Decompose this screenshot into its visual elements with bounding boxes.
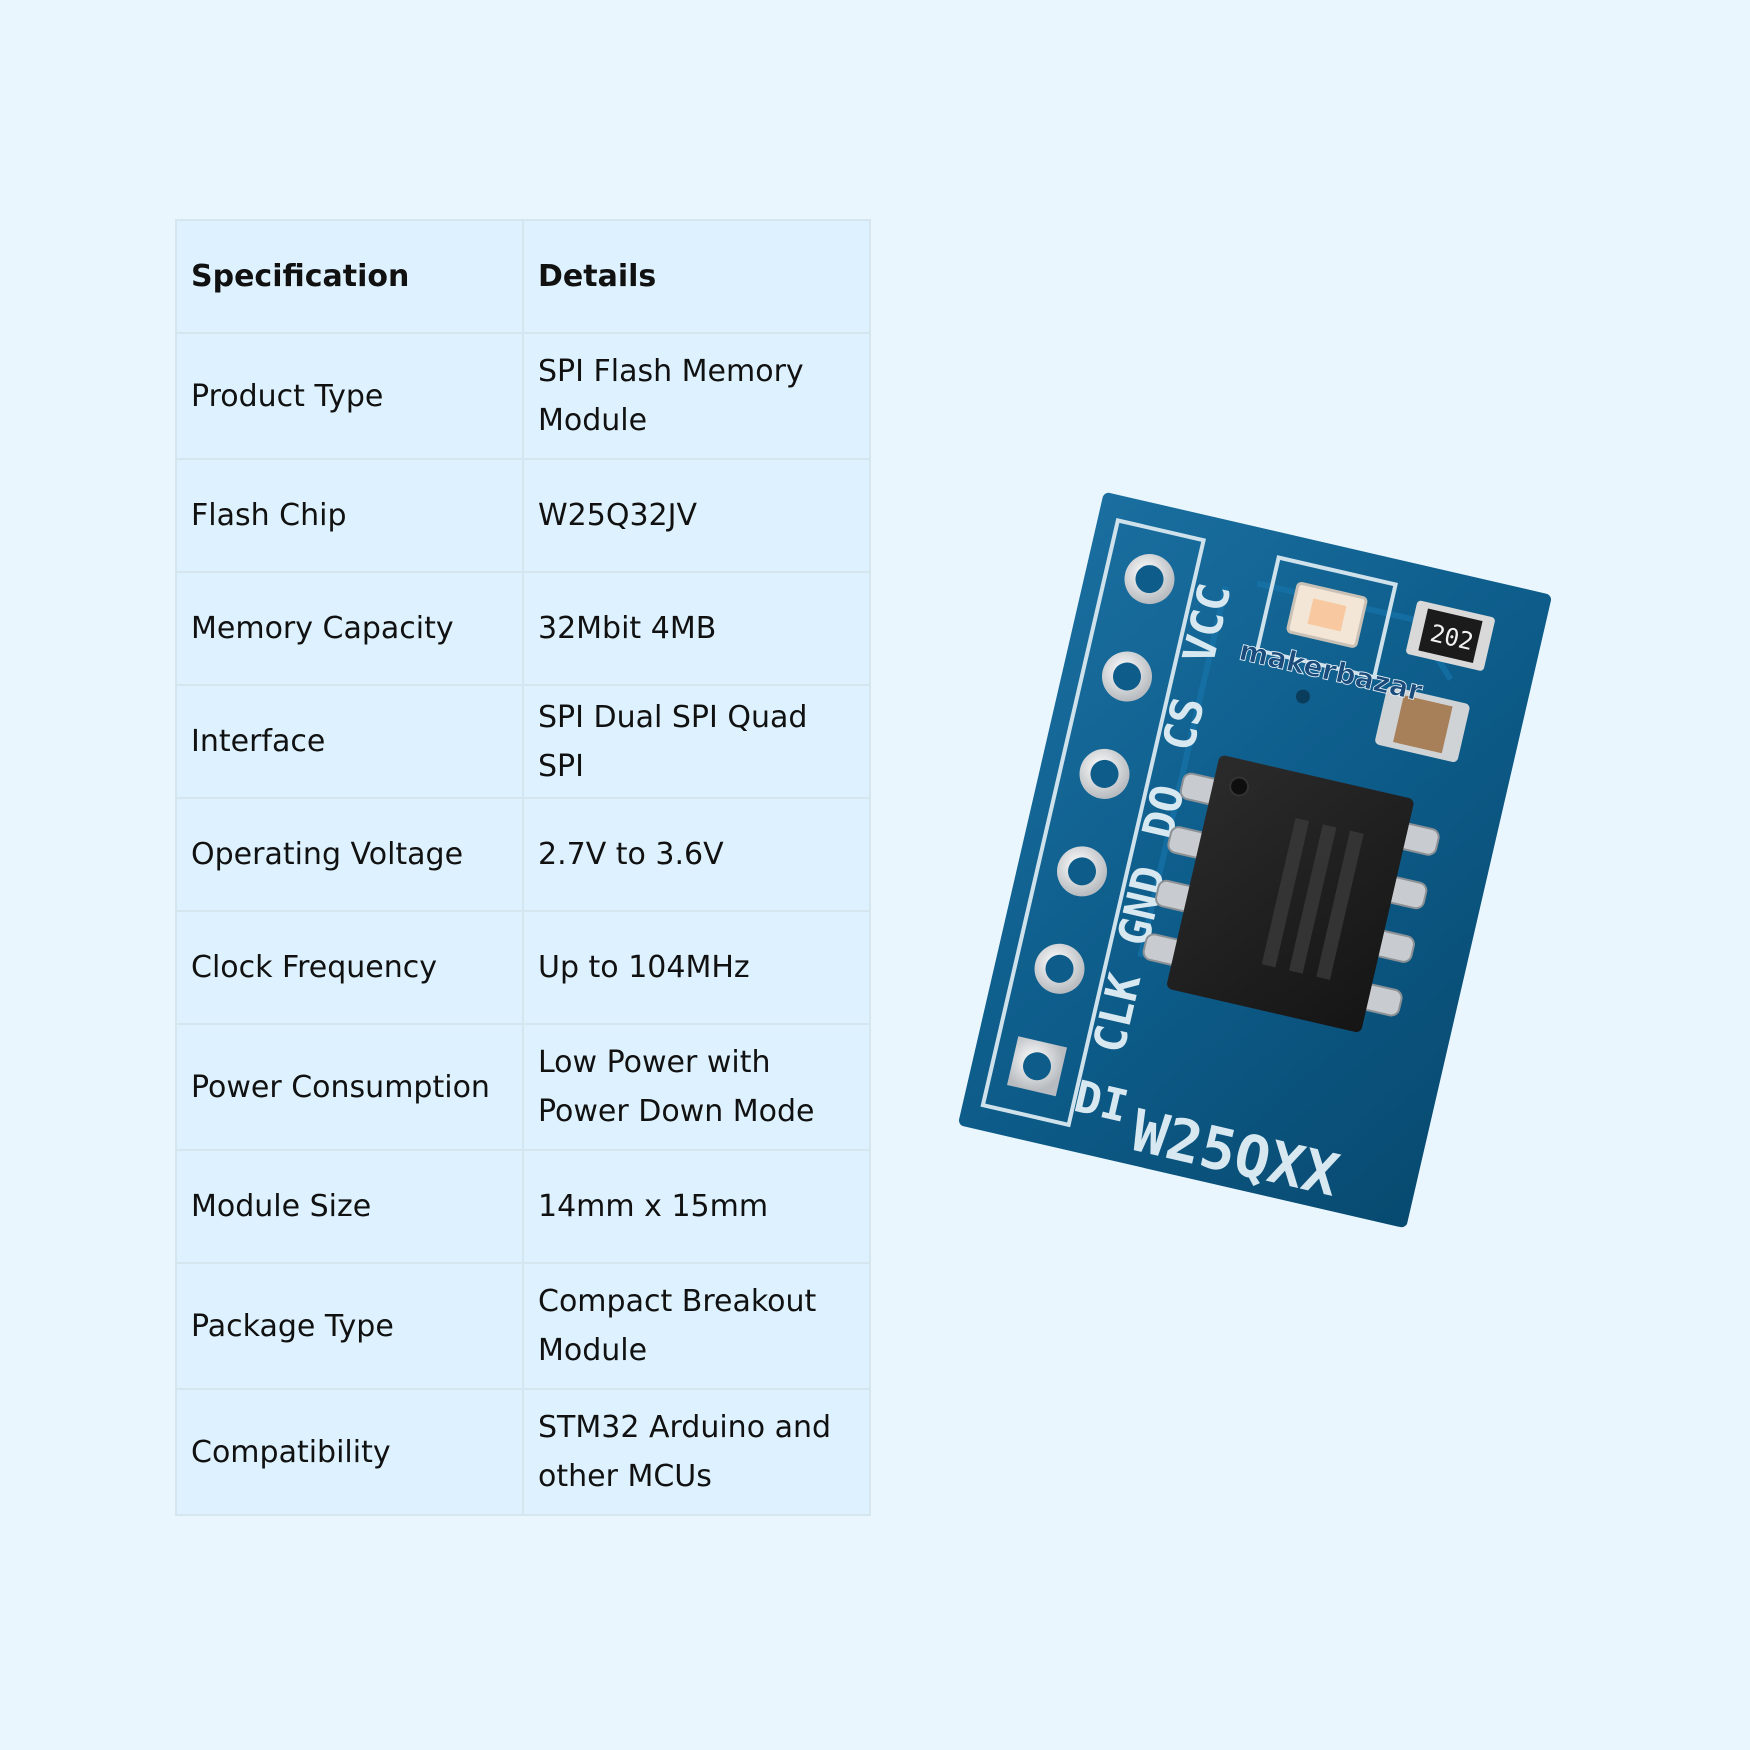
detail-cell: SPI Flash Memory Module bbox=[522, 332, 871, 460]
spec-cell: Flash Chip bbox=[175, 458, 524, 573]
header-specification: Specification bbox=[175, 219, 524, 334]
detail-cell: Compact Breakout Module bbox=[522, 1262, 871, 1390]
pcb-illustration: VCC CS DO GND CLK DI W25QXX 202 bbox=[958, 492, 1552, 1228]
header-pins bbox=[1007, 554, 1175, 1097]
detail-cell: 32Mbit 4MB bbox=[522, 571, 871, 686]
spec-cell: Memory Capacity bbox=[175, 571, 524, 686]
detail-cell: 2.7V to 3.6V bbox=[522, 797, 871, 912]
table-row: Compatibility STM32 Arduino and other MC… bbox=[175, 1388, 871, 1516]
detail-cell: Low Power with Power Down Mode bbox=[522, 1023, 871, 1151]
table-row: Module Size 14mm x 15mm bbox=[175, 1149, 871, 1264]
pin-label-di: DI bbox=[1070, 1071, 1133, 1133]
product-photo: VCC CS DO GND CLK DI W25QXX 202 bbox=[935, 480, 1575, 1240]
spec-cell: Product Type bbox=[175, 332, 524, 460]
table-header-row: Specification Details bbox=[175, 219, 871, 334]
table-row: Power Consumption Low Power with Power D… bbox=[175, 1023, 871, 1151]
spec-cell: Package Type bbox=[175, 1262, 524, 1390]
spec-cell: Clock Frequency bbox=[175, 910, 524, 1025]
table-row: Flash Chip W25Q32JV bbox=[175, 458, 871, 573]
table-row: Interface SPI Dual SPI Quad SPI bbox=[175, 684, 871, 799]
detail-cell: STM32 Arduino and other MCUs bbox=[522, 1388, 871, 1516]
detail-cell: W25Q32JV bbox=[522, 458, 871, 573]
detail-cell: 14mm x 15mm bbox=[522, 1149, 871, 1264]
table-row: Product Type SPI Flash Memory Module bbox=[175, 332, 871, 460]
spec-cell: Interface bbox=[175, 684, 524, 799]
detail-cell: SPI Dual SPI Quad SPI bbox=[522, 684, 871, 799]
table-row: Clock Frequency Up to 104MHz bbox=[175, 910, 871, 1025]
table-row: Package Type Compact Breakout Module bbox=[175, 1262, 871, 1390]
spec-cell: Compatibility bbox=[175, 1388, 524, 1516]
spec-cell: Operating Voltage bbox=[175, 797, 524, 912]
detail-cell: Up to 104MHz bbox=[522, 910, 871, 1025]
spec-table: Specification Details Product Type SPI F… bbox=[175, 219, 871, 1516]
pin-label-cs: CS bbox=[1153, 693, 1215, 756]
table-row: Memory Capacity 32Mbit 4MB bbox=[175, 571, 871, 686]
spec-cell: Power Consumption bbox=[175, 1023, 524, 1151]
header-details: Details bbox=[522, 219, 871, 334]
spec-cell: Module Size bbox=[175, 1149, 524, 1264]
table-row: Operating Voltage 2.7V to 3.6V bbox=[175, 797, 871, 912]
